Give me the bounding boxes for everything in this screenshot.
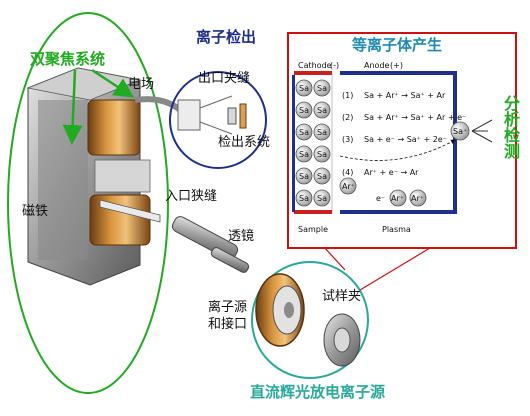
plasma-generation-label: 等离子体产生: [352, 36, 443, 54]
sa-atom: [313, 79, 331, 97]
sa-atom: [313, 189, 331, 207]
argon-species: Ar⁺ Ar⁺ Ar⁺ e⁻: [339, 177, 427, 207]
sa-atom-label: Sa: [317, 106, 327, 115]
svg-text:Ar⁺: Ar⁺: [411, 194, 424, 203]
sa-atom: [313, 123, 331, 141]
svg-text:(-): (-): [330, 61, 339, 70]
ion-out: [450, 121, 470, 141]
step-2: (2): [342, 113, 353, 122]
detection-system-label: 检出系统: [218, 135, 271, 150]
step-3: (3): [342, 135, 353, 144]
cathode-label: Cathode: [298, 61, 332, 70]
electric-field-label: 电场: [128, 77, 155, 92]
ion-source-interface-label: 离子源 和接口: [208, 300, 248, 332]
reaction-4: Ar⁺ + e⁻ → Ar: [364, 168, 419, 177]
svg-text:Sa⁺: Sa⁺: [453, 127, 467, 136]
ion-source-parts: [255, 273, 361, 367]
sa-atom-label: Sa: [299, 106, 309, 115]
exit-slit-label: 出口夹缝: [198, 71, 251, 86]
arrow-to-magnet: [62, 69, 83, 145]
sa-atom: [295, 79, 313, 97]
ion-detection-label: 离子检出: [196, 28, 257, 46]
sa-atom-label: Sa: [317, 150, 327, 159]
sa-atom-label: Sa: [317, 84, 327, 93]
entrance-slit-label: 入口狭缝: [165, 189, 218, 204]
sa-atom-label: Sa: [317, 128, 327, 137]
step-4: (4): [342, 168, 353, 177]
sa-atom: [313, 167, 331, 185]
ion-lens-icon: [471, 119, 493, 143]
svg-text:(+): (+): [390, 61, 403, 70]
sa-atom: [295, 145, 313, 163]
plasma-label: Plasma: [382, 225, 411, 234]
reaction-3: Sa + e⁻ → Sa⁺ + 2e⁻: [364, 135, 447, 144]
ion-source-circle: [251, 261, 369, 379]
arrow-to-electric-field: [91, 68, 135, 98]
sa-atom: [295, 101, 313, 119]
lens-label: 透镜: [228, 229, 255, 244]
sample-holder-label: 试样夹: [322, 289, 362, 304]
sa-atom: [295, 123, 313, 141]
sa-atom: [295, 189, 313, 207]
svg-text:Ar⁺: Ar⁺: [342, 182, 355, 191]
magnet-label: 磁铁: [22, 204, 49, 219]
focus-system-label: 双聚焦系统: [30, 50, 106, 68]
sa-atom-label: Sa: [299, 84, 309, 93]
reaction-2: Sa + Ar⁺ → Sa⁺ + Ar + e⁻: [364, 113, 466, 122]
sa-atom-label: Sa: [299, 172, 309, 181]
reactions: (1) Sa + Ar⁺ → Sa⁺ + Ar (2) Sa + Ar⁺ → S…: [339, 91, 466, 177]
sa-atom-label: Sa: [317, 172, 327, 181]
gd-ion-source-label: 直流辉光放电离子源: [250, 383, 386, 401]
sa-atom-label: Sa: [299, 194, 309, 203]
analysis-detection-label: 分析检测: [501, 95, 520, 159]
magnet-assembly: [26, 67, 191, 286]
detector-parts: [177, 95, 247, 135]
detection-circle: [169, 71, 267, 169]
sa-atom-label: Sa: [299, 150, 309, 159]
sample-label: Sample: [298, 225, 328, 234]
step-1: (1): [342, 91, 353, 100]
lens-assembly: [171, 216, 250, 273]
svg-text:e⁻: e⁻: [376, 194, 385, 203]
svg-text:Ar⁺: Ar⁺: [391, 194, 404, 203]
sa-atom-label: Sa: [299, 128, 309, 137]
sa-atom-label: Sa: [317, 194, 327, 203]
reaction-1: Sa + Ar⁺ → Sa⁺ + Ar: [364, 91, 446, 100]
sa-atom: [313, 101, 331, 119]
anode-label: Anode: [364, 61, 390, 70]
sa-atom: [295, 167, 313, 185]
focus-system-ellipse: [7, 12, 169, 394]
sa-atom: [313, 145, 331, 163]
